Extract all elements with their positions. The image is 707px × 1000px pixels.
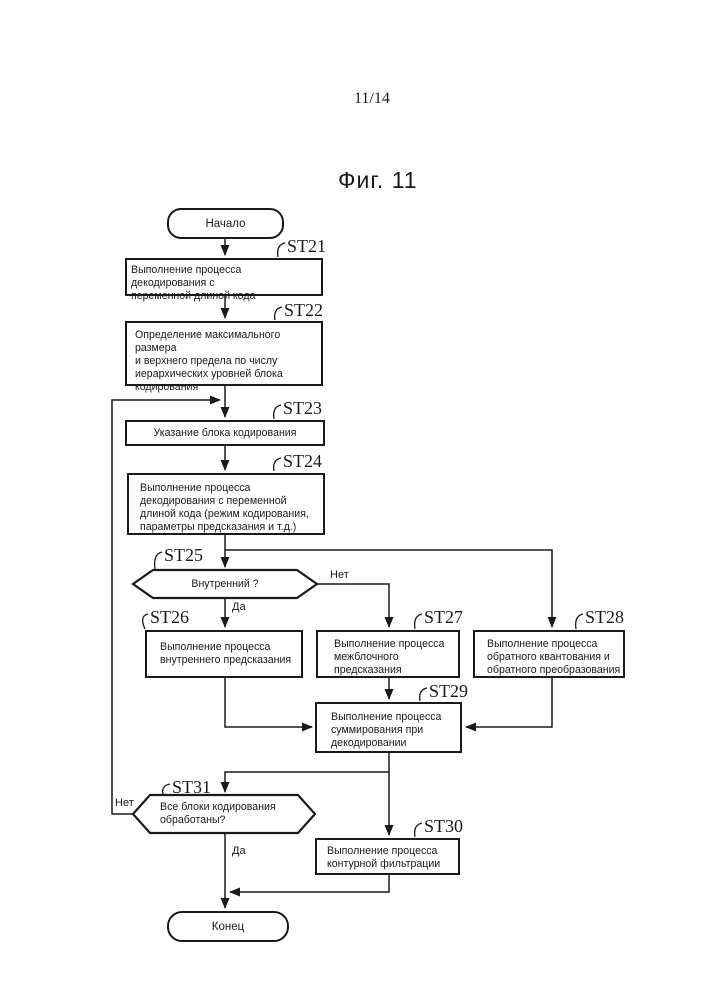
step-label-st24: ST24 bbox=[283, 451, 323, 471]
decision-shape-st25 bbox=[131, 568, 319, 600]
end-terminator-label: Конец bbox=[211, 920, 245, 933]
step-label-st31: ST31 bbox=[172, 777, 212, 797]
branch-label-yes-st31: Да bbox=[232, 845, 246, 857]
decision-shape-st31 bbox=[131, 793, 317, 835]
label-leader-st24 bbox=[273, 457, 282, 472]
process-st23: Указание блока кодирования bbox=[125, 420, 325, 446]
process-st29-text: Выполнение процесса суммирования при дек… bbox=[331, 711, 442, 749]
process-st27: Выполнение процесса межблочного предсказ… bbox=[316, 630, 460, 678]
label-leader-st29 bbox=[419, 687, 428, 702]
process-st24-text: Выполнение процесса декодирования с пере… bbox=[140, 482, 309, 533]
label-leader-st23 bbox=[273, 404, 282, 420]
label-leader-st27 bbox=[414, 613, 423, 630]
label-leader-st30 bbox=[414, 822, 423, 838]
flow-line-st30-end bbox=[229, 875, 390, 897]
label-leader-st21 bbox=[277, 242, 286, 258]
flow-line-st28-st29 bbox=[465, 678, 553, 732]
start-terminator-label: Начало bbox=[205, 217, 246, 230]
step-label-st27: ST27 bbox=[424, 607, 464, 627]
branch-label-no-st31: Нет bbox=[115, 797, 134, 809]
process-st30-text: Выполнение процесса контурной фильтрации bbox=[327, 845, 441, 870]
step-label-st23: ST23 bbox=[283, 398, 323, 418]
process-st28-text: Выполнение процесса обратного квантовани… bbox=[487, 638, 621, 676]
process-st29: Выполнение процесса суммирования при дек… bbox=[315, 702, 462, 753]
step-label-st28: ST28 bbox=[585, 607, 625, 627]
branch-label-yes-st25: Да bbox=[232, 601, 246, 613]
step-label-st29: ST29 bbox=[429, 681, 469, 701]
branch-label-no-st25: Нет bbox=[330, 569, 349, 581]
label-leader-st22 bbox=[274, 306, 283, 321]
process-st30: Выполнение процесса контурной фильтрации bbox=[315, 838, 460, 875]
start-terminator: Начало bbox=[167, 208, 284, 239]
step-label-st25: ST25 bbox=[164, 545, 204, 565]
figure-title: Фиг. 11 bbox=[338, 167, 418, 193]
flow-line-st29-st31 bbox=[220, 771, 389, 793]
process-st26: Выполнение процесса внутреннего предсказ… bbox=[145, 630, 303, 678]
decision-st31-text: Все блоки кодирования обработаны? bbox=[160, 801, 276, 826]
label-leader-st25 bbox=[154, 551, 163, 570]
decision-st25: Внутренний ? bbox=[133, 570, 317, 598]
step-label-st30: ST30 bbox=[424, 816, 464, 836]
process-st21: Выполнение процесса декодирования с пере… bbox=[125, 258, 323, 302]
decision-st25-text: Внутренний ? bbox=[191, 577, 259, 590]
flow-line-no-st25-st27 bbox=[317, 583, 394, 628]
flow-line-loop-st31-st23 bbox=[111, 395, 221, 815]
label-leader-st31 bbox=[162, 783, 171, 795]
flow-line-st24-st28 bbox=[225, 549, 557, 628]
process-st28: Выполнение процесса обратного квантовани… bbox=[473, 630, 625, 678]
process-st22-text: Определение максимального размера и верх… bbox=[135, 329, 283, 393]
process-st24: Выполнение процесса декодирования с пере… bbox=[127, 473, 325, 535]
label-leader-st28 bbox=[575, 613, 584, 630]
page-number: 11/14 bbox=[354, 90, 390, 107]
process-st23-text: Указание блока кодирования bbox=[153, 426, 297, 439]
step-label-st22: ST22 bbox=[284, 300, 324, 320]
process-st21-text: Выполнение процесса декодирования с пере… bbox=[131, 264, 256, 302]
step-label-st26: ST26 bbox=[150, 607, 190, 627]
label-leader-st26 bbox=[141, 613, 149, 630]
end-terminator: Конец bbox=[167, 911, 289, 942]
step-label-st21: ST21 bbox=[287, 236, 327, 256]
decision-st31: Все блоки кодирования обработаны? bbox=[133, 795, 317, 833]
process-st26-text: Выполнение процесса внутреннего предсказ… bbox=[160, 641, 292, 666]
process-st22: Определение максимального размера и верх… bbox=[125, 321, 323, 393]
flow-line-st26-st29 bbox=[224, 678, 313, 732]
process-st27-text: Выполнение процесса межблочного предсказ… bbox=[334, 638, 445, 676]
